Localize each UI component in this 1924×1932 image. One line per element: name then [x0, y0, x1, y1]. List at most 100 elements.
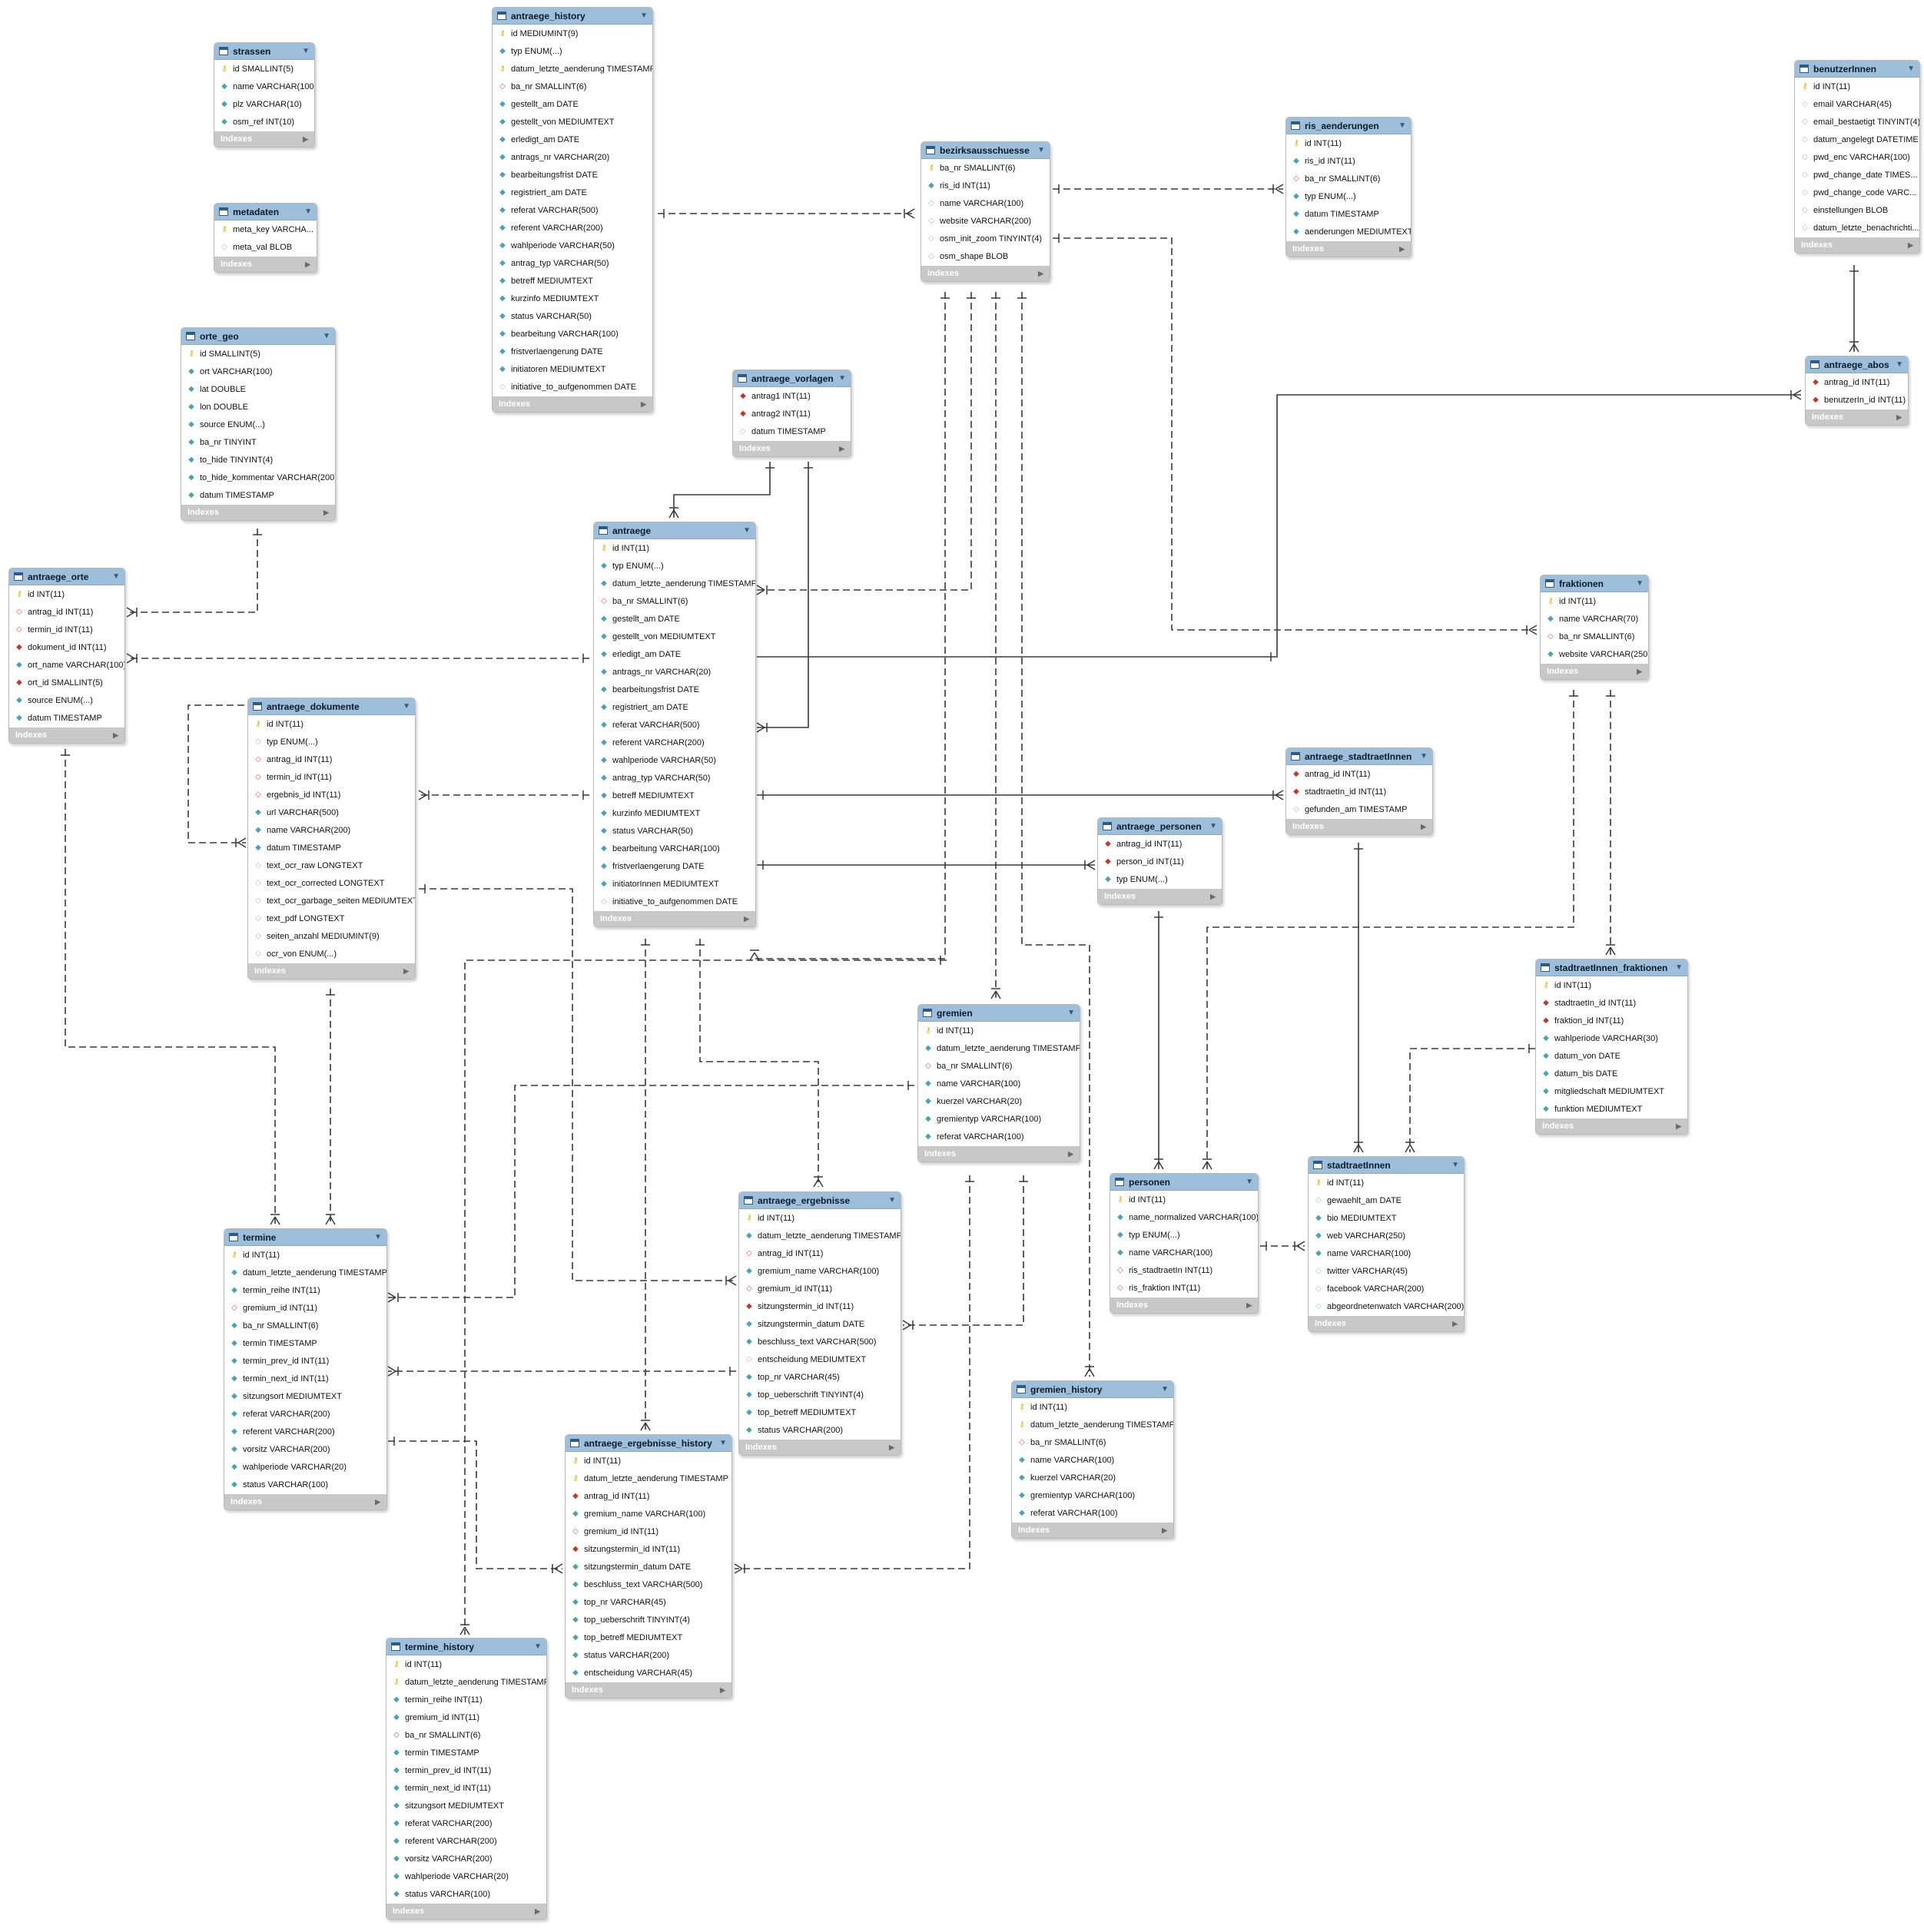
column-row[interactable]: ◆termin_reihe INT(11)	[224, 1281, 386, 1299]
collapse-arrow-icon[interactable]: ▼	[304, 207, 312, 216]
table-stadtraetinnen_fraktionen[interactable]: stadtraetInnen_fraktionen▼⚷id INT(11)◆st…	[1535, 959, 1688, 1135]
column-row[interactable]: ⚷id INT(11)	[1541, 592, 1648, 610]
collapse-arrow-icon[interactable]: ▼	[374, 1233, 382, 1241]
column-row[interactable]: ◆gremientyp VARCHAR(100)	[918, 1110, 1080, 1128]
column-row[interactable]: ◇facebook VARCHAR(200)	[1309, 1280, 1464, 1297]
table-header[interactable]: ris_aenderungen▼	[1286, 118, 1411, 134]
column-row[interactable]: ◇ergebnis_id INT(11)	[248, 786, 415, 804]
column-row[interactable]: ◆datum TIMESTAMP	[1286, 205, 1411, 223]
table-header[interactable]: benutzerInnen▼	[1795, 61, 1919, 78]
column-row[interactable]: ◇gremium_id INT(11)	[224, 1299, 386, 1317]
expand-triangle-icon[interactable]: ▶	[1246, 1301, 1252, 1309]
table-header[interactable]: termine_history▼	[386, 1639, 546, 1655]
column-row[interactable]: ◇text_pdf LONGTEXT	[248, 910, 415, 927]
column-row[interactable]: ◆name VARCHAR(100)	[1012, 1451, 1173, 1469]
relationship-line[interactable]	[757, 462, 809, 728]
column-row[interactable]: ⚷id MEDIUMINT(9)	[493, 25, 652, 42]
collapse-arrow-icon[interactable]: ▼	[112, 572, 120, 581]
table-header[interactable]: orte_geo▼	[181, 328, 335, 345]
indexes-section[interactable]: Indexes▶	[1806, 409, 1908, 425]
column-row[interactable]: ◆referat VARCHAR(100)	[1012, 1504, 1173, 1522]
column-row[interactable]: ◆termin TIMESTAMP	[386, 1744, 546, 1761]
column-row[interactable]: ◆termin_next_id INT(11)	[224, 1370, 386, 1387]
column-row[interactable]: ◆funktion MEDIUMTEXT	[1536, 1100, 1687, 1118]
column-row[interactable]: ⚷id SMALLINT(5)	[214, 60, 314, 78]
column-row[interactable]: ◆name_normalized VARCHAR(100)	[1110, 1208, 1258, 1226]
column-row[interactable]: ◆gestellt_am DATE	[594, 610, 755, 628]
column-row[interactable]: ⚷id INT(11)	[739, 1209, 901, 1227]
table-header[interactable]: strassen▼	[214, 43, 314, 60]
column-row[interactable]: ◆top_nr VARCHAR(45)	[739, 1368, 901, 1386]
column-row[interactable]: ◆wahlperiode VARCHAR(50)	[493, 237, 652, 254]
indexes-section[interactable]: Indexes▶	[9, 727, 124, 743]
column-row[interactable]: ◆sitzungstermin_id INT(11)	[566, 1540, 731, 1558]
column-row[interactable]: ◇datum TIMESTAMP	[733, 423, 851, 440]
table-header[interactable]: antraege_personen▼	[1098, 818, 1222, 835]
relationship-line[interactable]	[388, 1440, 562, 1569]
column-row[interactable]: ◆datum_bis DATE	[1536, 1065, 1687, 1082]
column-row[interactable]: ◆source ENUM(...)	[9, 691, 124, 709]
table-termine[interactable]: termine▼⚷id INT(11)◆datum_letzte_aenderu…	[224, 1228, 387, 1510]
column-row[interactable]: ◆bearbeitung VARCHAR(100)	[594, 840, 755, 857]
table-antraege_history[interactable]: antraege_history▼⚷id MEDIUMINT(9)◆typ EN…	[492, 7, 653, 413]
column-row[interactable]: ◆antrag_id INT(11)	[1806, 373, 1908, 391]
column-row[interactable]: ◇datum_letzte_benachrichti...	[1795, 219, 1919, 237]
table-header[interactable]: antraege_history▼	[493, 8, 652, 25]
expand-triangle-icon[interactable]: ▶	[323, 508, 329, 516]
indexes-section[interactable]: Indexes▶	[1012, 1523, 1173, 1538]
column-row[interactable]: ◆bearbeitung VARCHAR(100)	[493, 325, 652, 343]
table-antraege_dokumente[interactable]: antraege_dokumente▼⚷id INT(11)◇typ ENUM(…	[247, 698, 416, 979]
column-row[interactable]: ⚷id INT(11)	[9, 585, 124, 603]
collapse-arrow-icon[interactable]: ▼	[1398, 121, 1406, 130]
column-row[interactable]: ◆bearbeitungsfrist DATE	[594, 681, 755, 698]
table-antraege[interactable]: antraege▼⚷id INT(11)◆typ ENUM(...)◆datum…	[593, 522, 756, 927]
column-row[interactable]: ◆status VARCHAR(50)	[594, 822, 755, 840]
column-row[interactable]: ◇gewaehlt_am DATE	[1309, 1191, 1464, 1209]
column-row[interactable]: ⚷id INT(11)	[386, 1655, 546, 1673]
indexes-section[interactable]: Indexes▶	[1286, 241, 1411, 257]
expand-triangle-icon[interactable]: ▶	[1399, 244, 1405, 253]
column-row[interactable]: ⚷id INT(11)	[1536, 976, 1687, 994]
table-header[interactable]: metadaten▼	[214, 204, 317, 220]
column-row[interactable]: ◆referent VARCHAR(200)	[594, 734, 755, 751]
column-row[interactable]: ◇datum_angelegt DATETIME	[1795, 131, 1919, 148]
table-header[interactable]: fraktionen▼	[1541, 575, 1648, 592]
column-row[interactable]: ◆status VARCHAR(50)	[493, 307, 652, 325]
column-row[interactable]: ◇gefunden_am TIMESTAMP	[1286, 800, 1432, 818]
column-row[interactable]: ◇termin_id INT(11)	[248, 768, 415, 786]
column-row[interactable]: ◆name VARCHAR(200)	[248, 821, 415, 839]
expand-triangle-icon[interactable]: ▶	[113, 731, 118, 739]
column-row[interactable]: ◆top_betreff MEDIUMTEXT	[566, 1629, 731, 1646]
column-row[interactable]: ◆datum TIMESTAMP	[181, 486, 335, 504]
collapse-arrow-icon[interactable]: ▼	[1161, 1385, 1169, 1393]
column-row[interactable]: ◆sitzungsort MEDIUMTEXT	[386, 1797, 546, 1814]
column-row[interactable]: ◆termin_prev_id INT(11)	[224, 1352, 386, 1370]
column-row[interactable]: ◆datum TIMESTAMP	[9, 709, 124, 727]
column-row[interactable]: ◆stadtraetIn_id INT(11)	[1286, 783, 1432, 800]
expand-triangle-icon[interactable]: ▶	[303, 134, 308, 143]
column-row[interactable]: ◇twitter VARCHAR(45)	[1309, 1262, 1464, 1280]
relationship-line[interactable]	[903, 1175, 1024, 1326]
column-row[interactable]: ⚷datum_letzte_aenderung TIMESTAMP	[493, 60, 652, 78]
column-row[interactable]: ◆name VARCHAR(100)	[1110, 1244, 1258, 1261]
indexes-section[interactable]: Indexes▶	[566, 1682, 731, 1698]
indexes-section[interactable]: Indexes▶	[214, 131, 314, 147]
column-row[interactable]: ◆ort VARCHAR(100)	[181, 363, 335, 380]
relationship-line[interactable]	[1021, 292, 1090, 1377]
column-row[interactable]: ◆antrag_id INT(11)	[1098, 835, 1222, 853]
column-row[interactable]: ◆mitgliedschaft MEDIUMTEXT	[1536, 1082, 1687, 1100]
relationship-line[interactable]	[127, 529, 258, 613]
column-row[interactable]: ◆dokument_id INT(11)	[9, 638, 124, 656]
column-row[interactable]: ◆beschluss_text VARCHAR(500)	[566, 1576, 731, 1593]
column-row[interactable]: ◇initiative_to_aufgenommen DATE	[594, 893, 755, 910]
column-row[interactable]: ⚷datum_letzte_aenderung TIMESTAMP	[1012, 1416, 1173, 1433]
table-header[interactable]: antraege_orte▼	[9, 568, 124, 585]
column-row[interactable]: ◆referat VARCHAR(500)	[493, 201, 652, 219]
indexes-section[interactable]: Indexes▶	[181, 505, 335, 520]
column-row[interactable]: ◆top_ueberschrift TINYINT(4)	[566, 1611, 731, 1629]
column-row[interactable]: ◇gremium_id INT(11)	[739, 1280, 901, 1297]
column-row[interactable]: ◆stadtraetIn_id INT(11)	[1536, 994, 1687, 1012]
table-metadaten[interactable]: metadaten▼⚷meta_key VARCHA...◇meta_val B…	[214, 203, 317, 273]
table-bezirksausschuesse[interactable]: bezirksausschuesse▼⚷ba_nr SMALLINT(6)◆ri…	[921, 141, 1050, 282]
column-row[interactable]: ◆registriert_am DATE	[493, 184, 652, 201]
